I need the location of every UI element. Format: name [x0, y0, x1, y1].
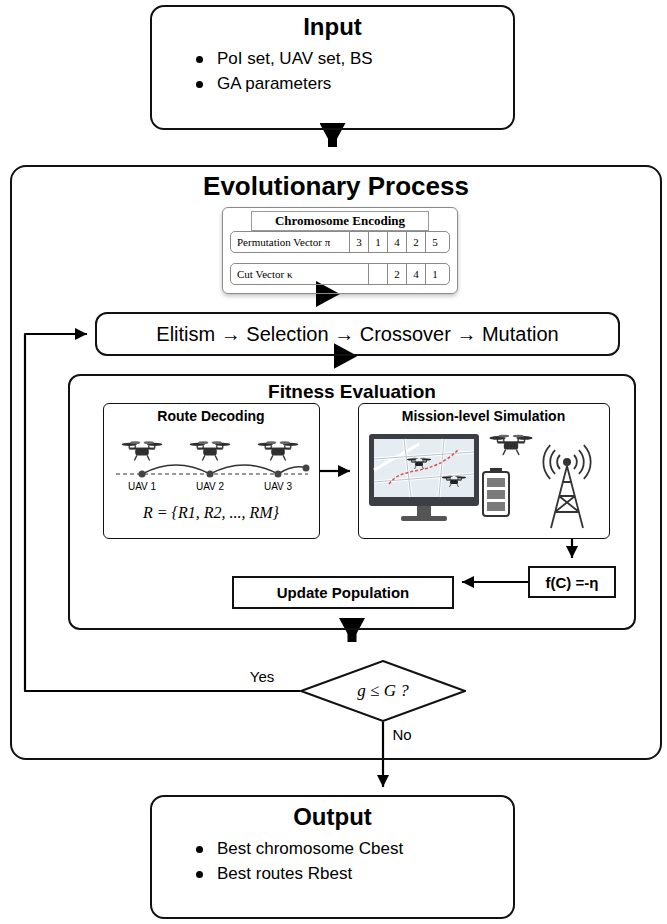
- uav-label: UAV 1: [112, 481, 172, 492]
- drone-icon: [407, 458, 431, 469]
- bullet-item: Best chromosome Cbest: [217, 839, 403, 859]
- drone-icon: [190, 441, 231, 460]
- bullet-row: Best routes Rbest: [196, 864, 503, 884]
- route-box: Route DecodingUAV 1 UAV 2 UAV 3 R = {R1, R2…: [103, 403, 320, 539]
- block-arrow: [328, 130, 337, 147]
- flow-arrow: [320, 470, 350, 472]
- bullet-list: Best chromosome CbestBest routes Rbest: [162, 839, 503, 884]
- output-box: OutputBest chromosome CbestBest routes R…: [150, 795, 515, 919]
- bullet-row: Best chromosome Cbest: [196, 839, 503, 859]
- edge-label: No: [390, 726, 413, 743]
- formula-box: f(C) =-η: [528, 566, 616, 598]
- node-title: Input: [162, 13, 503, 41]
- bullet-dot: [196, 81, 203, 88]
- flow-arrow: [462, 581, 528, 583]
- bullet-row: PoI set, UAV set, BS: [196, 49, 503, 69]
- node-title: Route Decoding: [104, 408, 318, 424]
- node-title: Mission-level Simulation: [359, 408, 608, 424]
- bullet-item: GA parameters: [217, 74, 331, 94]
- vector-row: Permutation Vector π31425: [230, 231, 450, 253]
- block-arrow: [348, 630, 357, 642]
- vector-cell: 2: [387, 264, 406, 284]
- node-title: Evolutionary Process: [12, 171, 660, 202]
- step-text: f(C) =-η: [546, 574, 599, 591]
- bullet-dot: [196, 871, 203, 878]
- input-box: InputPoI set, UAV set, BS GA parameters: [150, 5, 515, 130]
- vector-row: Cut Vector κ 241: [230, 263, 450, 285]
- node-title: Chromosome Encoding: [251, 211, 429, 231]
- edge-label: Yes: [248, 668, 276, 685]
- process-panel: Permutation Vector π31425Cut Vector κ241…: [10, 165, 662, 760]
- vector-cell-empty: [368, 264, 387, 284]
- bullet-item: Best routes Rbest: [217, 864, 352, 884]
- decision-diamond: g ≤ G ?: [300, 660, 466, 722]
- route-set: R = {R1, R2, ..., RM}: [104, 504, 318, 522]
- uav-label: UAV 3: [248, 481, 308, 492]
- vector-cell: 4: [387, 232, 406, 252]
- simulation-box: Mission-level Simulation: [358, 403, 610, 539]
- drone-icon: [258, 441, 299, 460]
- step-text: Update Population: [277, 584, 410, 601]
- process-box: Update Population: [232, 576, 454, 609]
- node-title: Output: [162, 803, 503, 831]
- bullet-dot: [196, 846, 203, 853]
- uav-label: UAV 2: [180, 481, 240, 492]
- bullet-row: GA parameters: [196, 74, 503, 94]
- vector-cell: 1: [425, 264, 444, 284]
- step-text: Elitism → Selection → Crossover → Mutati…: [156, 323, 558, 346]
- flow-arrow: [382, 722, 384, 787]
- drone-icon: [489, 435, 532, 455]
- vector-cell: 1: [368, 232, 387, 252]
- bullet-dot: [196, 56, 203, 63]
- vector-cell: 5: [425, 232, 444, 252]
- drone-icon: [122, 441, 163, 460]
- vector-label: Permutation Vector π: [231, 232, 349, 252]
- vector-cell: 2: [406, 232, 425, 252]
- bullet-list: PoI set, UAV set, BS GA parameters: [162, 49, 503, 94]
- vector-cell: 4: [406, 264, 425, 284]
- vector-label: Cut Vector κ: [231, 264, 349, 284]
- bullet-item: PoI set, UAV set, BS: [217, 49, 373, 69]
- vector-spacer: [349, 264, 368, 284]
- flow-arrow: [571, 539, 573, 558]
- drone-icon: [442, 476, 466, 487]
- step-box: Elitism → Selection → Crossover → Mutati…: [95, 312, 620, 356]
- fitness-panel: Route DecodingUAV 1 UAV 2 UAV 3 R = {R1, R2…: [68, 374, 636, 630]
- condition-text: g ≤ G ?: [357, 681, 408, 701]
- node-title: Fitness Evaluation: [70, 381, 634, 403]
- encoding-card: Permutation Vector π31425Cut Vector κ241…: [222, 207, 458, 294]
- vector-cell: 3: [349, 232, 368, 252]
